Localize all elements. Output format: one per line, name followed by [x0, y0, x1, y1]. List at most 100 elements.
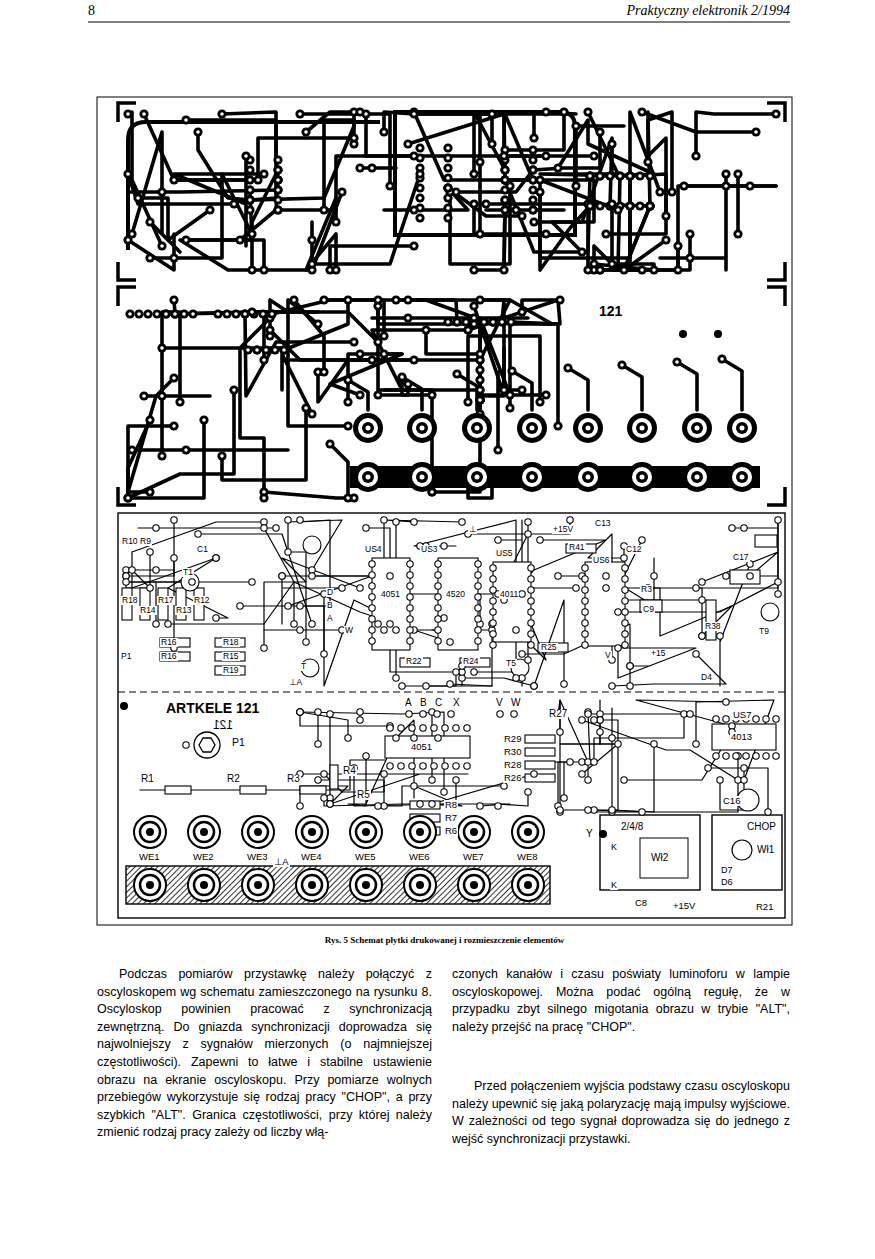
- mounting-hole: [679, 330, 687, 338]
- bnc-pad: [573, 413, 603, 443]
- component-pad: [525, 789, 531, 795]
- drill-hole: [503, 168, 507, 172]
- component-outline: [755, 535, 777, 547]
- component-pad: [431, 725, 437, 731]
- part-label: R18: [121, 596, 139, 605]
- component-pad: [729, 723, 735, 729]
- bnc-pad-ring: [522, 418, 542, 438]
- drill-hole: [544, 110, 548, 114]
- solder-pad: [585, 171, 594, 180]
- solder-pad: [506, 317, 515, 326]
- drill-hole: [586, 426, 591, 431]
- drill-hole: [412, 208, 416, 212]
- copper-trace: [402, 377, 422, 410]
- solder-pad: [585, 171, 594, 180]
- part-label: 2/4/8: [620, 822, 644, 832]
- solder-pad: [475, 395, 484, 404]
- drill-hole: [588, 204, 592, 208]
- drill-hole: [160, 190, 164, 194]
- body-text: Przed połączeniem wyjścia podstawy czasu…: [452, 1078, 790, 1148]
- component-pad: [285, 549, 291, 555]
- solder-pad: [475, 375, 484, 384]
- solder-pad: [123, 169, 132, 178]
- solder-pad: [637, 107, 646, 116]
- drill-hole: [412, 112, 416, 116]
- drill-hole: [248, 188, 252, 192]
- drill-hole: [322, 298, 326, 302]
- drill-hole: [514, 208, 518, 212]
- drill-hole: [310, 238, 314, 242]
- solder-pad: [553, 163, 562, 172]
- solder-pad: [667, 187, 676, 196]
- transistor-outline: [303, 536, 321, 554]
- drill-hole: [658, 190, 662, 194]
- component-pad: [582, 598, 588, 604]
- copper-trace: [722, 359, 742, 410]
- drill-hole: [500, 320, 504, 324]
- drill-hole: [490, 112, 494, 116]
- bnc-socket-ring: [410, 822, 430, 842]
- solder-pad: [409, 205, 418, 214]
- component-pad: [585, 759, 591, 765]
- drill-hole: [544, 232, 548, 236]
- drill-hole: [172, 256, 176, 260]
- copper-trace: [660, 174, 726, 270]
- solder-pad: [301, 127, 310, 136]
- component-pad: [741, 765, 747, 771]
- component-pad: [705, 765, 711, 771]
- part-label: C17: [732, 553, 750, 562]
- bnc-socket-ring: [302, 875, 322, 895]
- bnc-socket: [404, 869, 436, 901]
- component-pad: [429, 777, 435, 783]
- solder-pad: [500, 175, 509, 184]
- solder-pad: [528, 155, 537, 164]
- drill-hole: [648, 204, 652, 208]
- copper-trace: [318, 360, 414, 402]
- drill-hole: [478, 398, 482, 402]
- solder-pad: [265, 325, 274, 334]
- copper-trace: [162, 312, 180, 456]
- drill-hole: [682, 184, 686, 188]
- component-pad: [471, 669, 477, 675]
- copper-trace: [736, 174, 740, 234]
- drill-hole: [255, 348, 259, 352]
- drill-hole: [262, 358, 266, 362]
- solder-pad: [157, 187, 166, 196]
- drill-hole: [202, 418, 206, 422]
- drill-hole: [248, 198, 252, 202]
- bnc-pad: [407, 462, 437, 492]
- drill-hole: [160, 346, 164, 350]
- solder-pad: [528, 195, 537, 204]
- component-pad: [387, 573, 393, 579]
- component-pad: [375, 621, 381, 627]
- drill-hole: [173, 312, 177, 316]
- drill-hole: [340, 190, 344, 194]
- drill-hole: [418, 186, 422, 190]
- solder-pad: [157, 241, 166, 250]
- solder-pad: [240, 309, 249, 318]
- solder-pad: [475, 229, 484, 238]
- solder-pad: [517, 211, 526, 220]
- solder-pad: [337, 187, 346, 196]
- bnc-socket-pin: [362, 828, 370, 836]
- drill-hole: [478, 298, 482, 302]
- solder-pad: [349, 337, 358, 346]
- solder-pad: [355, 349, 364, 358]
- part-label: US7: [732, 710, 752, 720]
- component-pad: [369, 627, 375, 633]
- bnc-pad-ring: [467, 467, 487, 487]
- drill-hole: [616, 208, 620, 212]
- part-label: ⊥: [468, 525, 477, 534]
- solder-pad: [427, 390, 436, 399]
- drill-hole: [172, 376, 176, 380]
- solder-pad: [499, 151, 508, 160]
- solder-pad: [685, 229, 694, 238]
- drill-hole: [400, 375, 404, 379]
- part-label: C8: [634, 898, 648, 908]
- bnc-socket-pin: [200, 828, 208, 836]
- component-pad: [733, 753, 739, 759]
- solder-pad: [169, 253, 178, 262]
- drill-hole: [610, 202, 614, 206]
- component-pad: [407, 583, 413, 589]
- bnc-socket-pin: [146, 881, 154, 889]
